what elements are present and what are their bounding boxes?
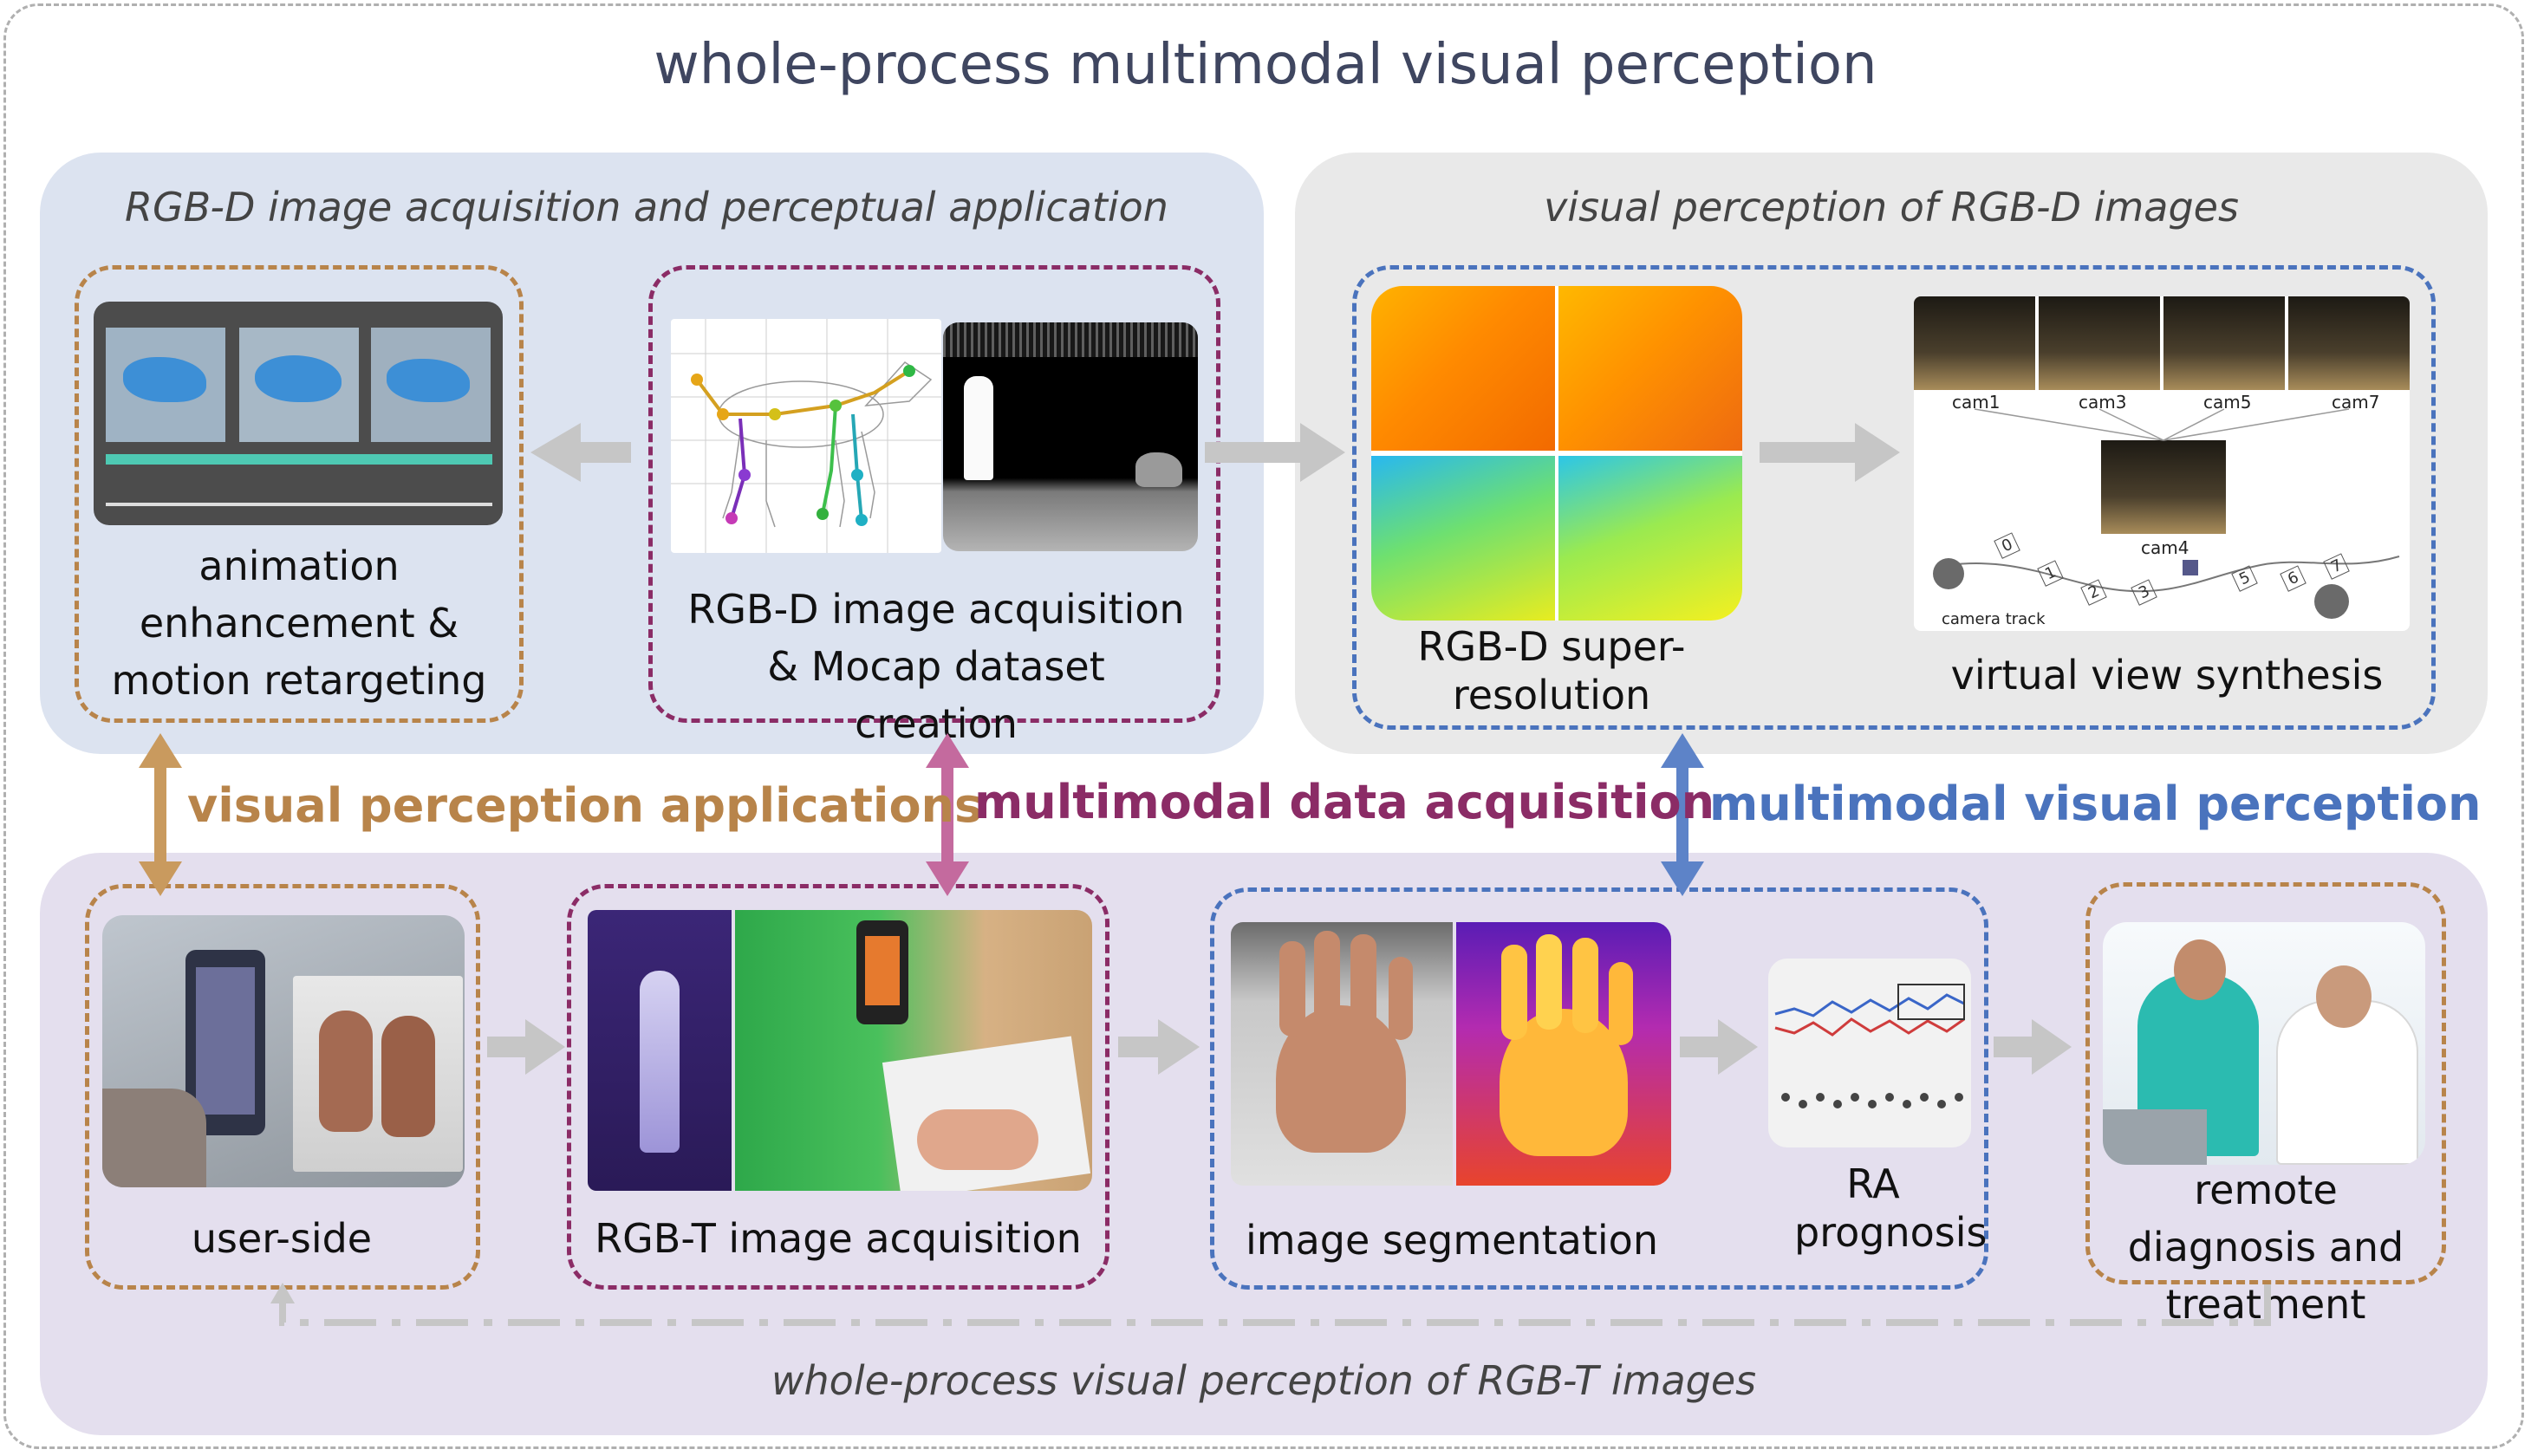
box-rgbt-acquisition — [567, 884, 1109, 1290]
arrow-to-superres — [1205, 423, 1345, 482]
cam-label-7: cam7 — [2332, 392, 2380, 413]
box-segmentation — [1210, 887, 1988, 1290]
cam-label-3: cam3 — [2079, 392, 2127, 413]
tag-multimodal-visual-perception: multimodal visual perception — [1709, 777, 2482, 831]
label-view-synthesis: virtual view synthesis — [1950, 652, 2384, 699]
mocap-skeleton-image — [671, 319, 941, 553]
arrow-to-vvs — [1760, 423, 1900, 482]
main-title: whole-process multimodal visual percepti… — [654, 33, 1877, 97]
feedback-arrowhead — [270, 1283, 295, 1303]
label-rgbt-acquisition: RGB-T image acquisition — [595, 1215, 1082, 1262]
user-side-image — [102, 915, 465, 1187]
feedback-line — [279, 1284, 2271, 1326]
depth-image — [943, 322, 1198, 551]
label-segmentation: image segmentation — [1246, 1217, 1658, 1264]
cam-label-5: cam5 — [2203, 392, 2252, 413]
double-arrow-perception — [1661, 733, 1704, 896]
tag-multimodal-data-acquisition: multimodal data acquisition — [974, 775, 1715, 829]
outer-border — [3, 3, 2524, 1449]
panel-title-rgbd-perception: visual perception of RGB-D images — [1544, 184, 2239, 231]
box-animation — [75, 265, 524, 723]
label-superresolution: RGB-D super-resolution — [1417, 623, 1686, 718]
double-arrow-applications — [139, 733, 182, 896]
cam-label-4: cam4 — [2141, 537, 2189, 558]
panel-title-rgbd-application: RGB-D image acquisition and perceptual a… — [125, 184, 1168, 231]
arrow-rgbt-to-seg — [1118, 1019, 1200, 1075]
label-animation: animation enhancement & motion retargeti… — [111, 543, 487, 704]
tag-visual-perception-applications: visual perception applications — [187, 778, 983, 833]
rgbt-app-screenshot — [588, 910, 732, 1191]
view-synthesis-image: cam1 cam3 cam5 cam7 cam4 camera track 0 … — [1914, 296, 2410, 631]
rgbt-capture-photo — [735, 910, 1092, 1191]
box-remote-diagnosis — [2085, 882, 2446, 1284]
box-rgbd-perception — [1352, 265, 2436, 730]
arrow-seg-to-ra — [1680, 1019, 1758, 1075]
superresolution-image — [1371, 286, 1742, 621]
box-rgbd-acquisition — [648, 265, 1220, 723]
arrow-to-animation — [530, 423, 631, 482]
animation-screenshot — [94, 302, 503, 525]
panel-title-rgbt: whole-process visual perception of RGB-T… — [771, 1357, 1757, 1404]
doctors-photo — [2103, 922, 2425, 1165]
label-rgbd-acquisition: RGB-D image acquisition & Mocap dataset … — [687, 586, 1185, 747]
double-arrow-acquisition — [926, 733, 969, 896]
camera-track-label: camera track — [1942, 610, 2046, 628]
arrow-user-to-rgbt — [487, 1019, 565, 1075]
hand-rgb-image — [1231, 922, 1453, 1186]
arrow-ra-to-remote — [1994, 1019, 2072, 1075]
label-user-side: user-side — [191, 1215, 373, 1262]
cam-label-1: cam1 — [1952, 392, 2001, 413]
hand-thermal-image — [1456, 922, 1671, 1186]
ra-prognosis-chart — [1768, 959, 1971, 1147]
